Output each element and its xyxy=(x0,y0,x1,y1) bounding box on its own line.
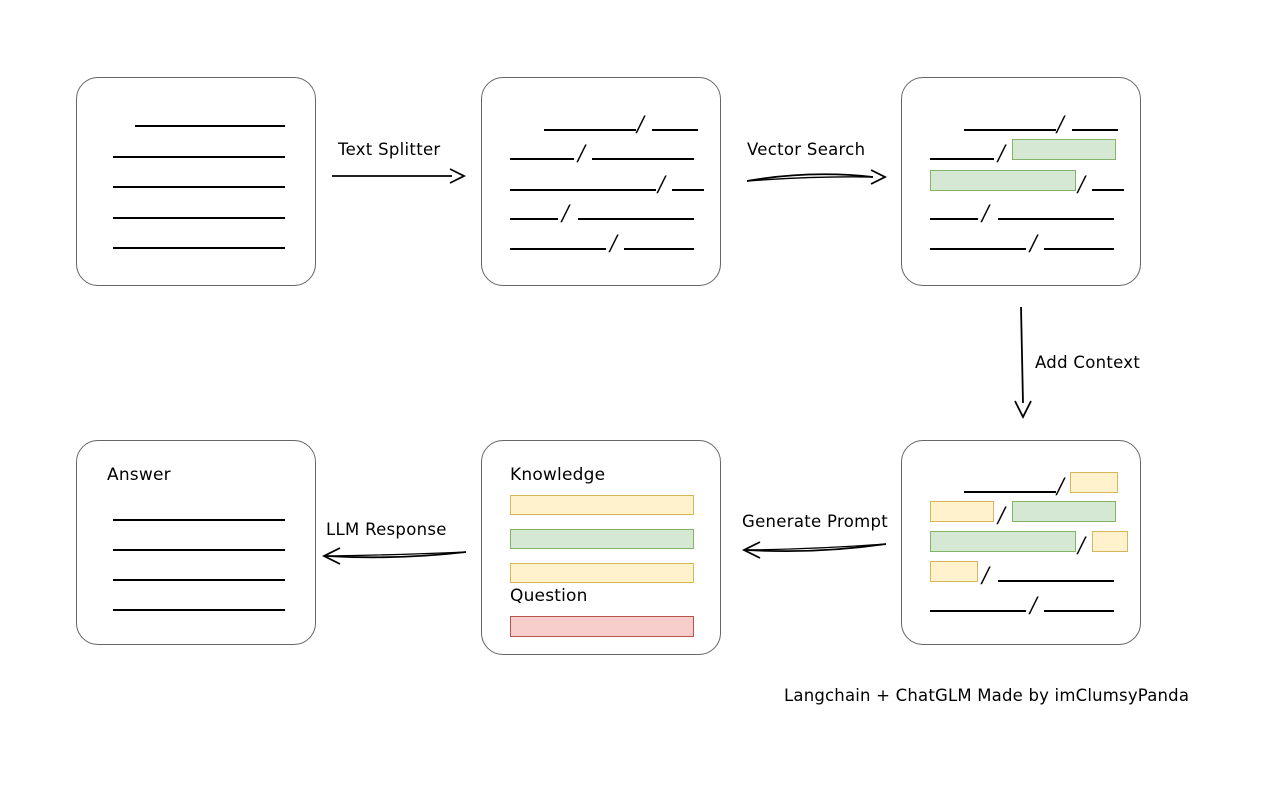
context-chunk-yellow-1[interactable] xyxy=(1070,472,1118,493)
context-chunk-yellow-4[interactable] xyxy=(930,561,978,582)
prompt-question-label: Question xyxy=(510,586,588,606)
split-r1-c1 xyxy=(544,129,636,131)
node-context-document[interactable]: / / / / / xyxy=(901,440,1141,645)
context-r4-c2 xyxy=(998,580,1114,582)
context-chunk-green-1[interactable] xyxy=(1012,501,1116,522)
context-chunk-yellow-2[interactable] xyxy=(930,501,994,522)
edge-vector-search: Vector Search xyxy=(745,140,890,190)
node-retrieved-document[interactable]: / / / / / xyxy=(901,77,1141,286)
retrieved-r4-slash: / xyxy=(982,201,990,225)
edge-text-splitter: Text Splitter xyxy=(330,140,470,190)
edge-llm-response-label: LLM Response xyxy=(326,520,447,539)
split-r2-slash: / xyxy=(578,141,586,165)
edge-add-context-label: Add Context xyxy=(1035,353,1141,372)
retrieved-r2-c1 xyxy=(930,158,994,160)
split-r2-c1 xyxy=(510,158,574,160)
retrieved-r1-slash: / xyxy=(1057,112,1065,136)
retrieved-r3-slash: / xyxy=(1078,172,1086,196)
source-line-3 xyxy=(113,186,285,188)
split-r3-c2 xyxy=(672,189,704,191)
prompt-knowledge-label: Knowledge xyxy=(510,465,606,485)
split-r3-slash: / xyxy=(658,172,666,196)
retrieved-r5-c2 xyxy=(1044,248,1114,250)
context-r4-slash: / xyxy=(982,563,990,587)
context-r5-c1 xyxy=(930,610,1026,612)
prompt-knowledge-bar-3[interactable] xyxy=(510,563,694,583)
context-r5-c2 xyxy=(1044,610,1114,612)
split-r5-c1 xyxy=(510,248,606,250)
split-r4-c1 xyxy=(510,218,558,220)
source-line-5 xyxy=(113,247,285,249)
split-r1-slash: / xyxy=(637,112,645,136)
edge-generate-prompt: Generate Prompt xyxy=(738,512,888,562)
answer-line-3 xyxy=(113,579,285,581)
split-r5-slash: / xyxy=(610,231,618,255)
split-r5-c2 xyxy=(624,248,694,250)
source-line-1 xyxy=(135,125,285,127)
answer-line-2 xyxy=(113,549,285,551)
answer-line-1 xyxy=(113,519,285,521)
node-source-document[interactable] xyxy=(76,77,316,286)
retrieved-chunk-green-2[interactable] xyxy=(930,170,1076,191)
context-r1-slash: / xyxy=(1057,474,1065,498)
retrieved-r5-c1 xyxy=(930,248,1026,250)
source-line-4 xyxy=(113,217,285,219)
source-line-2 xyxy=(113,156,285,158)
retrieved-r4-c2 xyxy=(998,218,1114,220)
split-r2-c2 xyxy=(592,158,694,160)
split-r1-c2 xyxy=(652,129,698,131)
split-r4-slash: / xyxy=(562,201,570,225)
retrieved-r4-c1 xyxy=(930,218,978,220)
prompt-knowledge-bar-1[interactable] xyxy=(510,495,694,515)
answer-label: Answer xyxy=(107,465,171,485)
node-prompt[interactable]: Knowledge Question xyxy=(481,440,721,655)
node-answer[interactable]: Answer xyxy=(76,440,316,645)
retrieved-r1-c2 xyxy=(1072,129,1118,131)
edge-generate-prompt-label: Generate Prompt xyxy=(742,512,888,531)
retrieved-r1-c1 xyxy=(964,129,1056,131)
edge-text-splitter-label: Text Splitter xyxy=(338,140,441,159)
retrieved-r3-c2 xyxy=(1092,189,1124,191)
split-r4-c2 xyxy=(578,218,694,220)
context-chunk-yellow-3[interactable] xyxy=(1092,531,1128,552)
context-r2-slash: / xyxy=(998,503,1006,527)
diagram-caption: Langchain + ChatGLM Made by imClumsyPand… xyxy=(784,686,1190,705)
context-r5-slash: / xyxy=(1030,593,1038,617)
edge-llm-response: LLM Response xyxy=(318,520,468,570)
context-r1-c1 xyxy=(964,491,1056,493)
context-r3-slash: / xyxy=(1078,533,1086,557)
retrieved-r5-slash: / xyxy=(1030,231,1038,255)
retrieved-r2-slash: / xyxy=(998,141,1006,165)
edge-add-context: Add Context xyxy=(1005,305,1165,420)
prompt-question-bar-1[interactable] xyxy=(510,616,694,637)
prompt-knowledge-bar-2[interactable] xyxy=(510,529,694,549)
node-split-document[interactable]: / / / / / xyxy=(481,77,721,286)
edge-vector-search-label: Vector Search xyxy=(747,140,866,159)
split-r3-c1 xyxy=(510,189,656,191)
context-chunk-green-2[interactable] xyxy=(930,531,1076,552)
answer-line-4 xyxy=(113,609,285,611)
retrieved-chunk-green-1[interactable] xyxy=(1012,139,1116,160)
